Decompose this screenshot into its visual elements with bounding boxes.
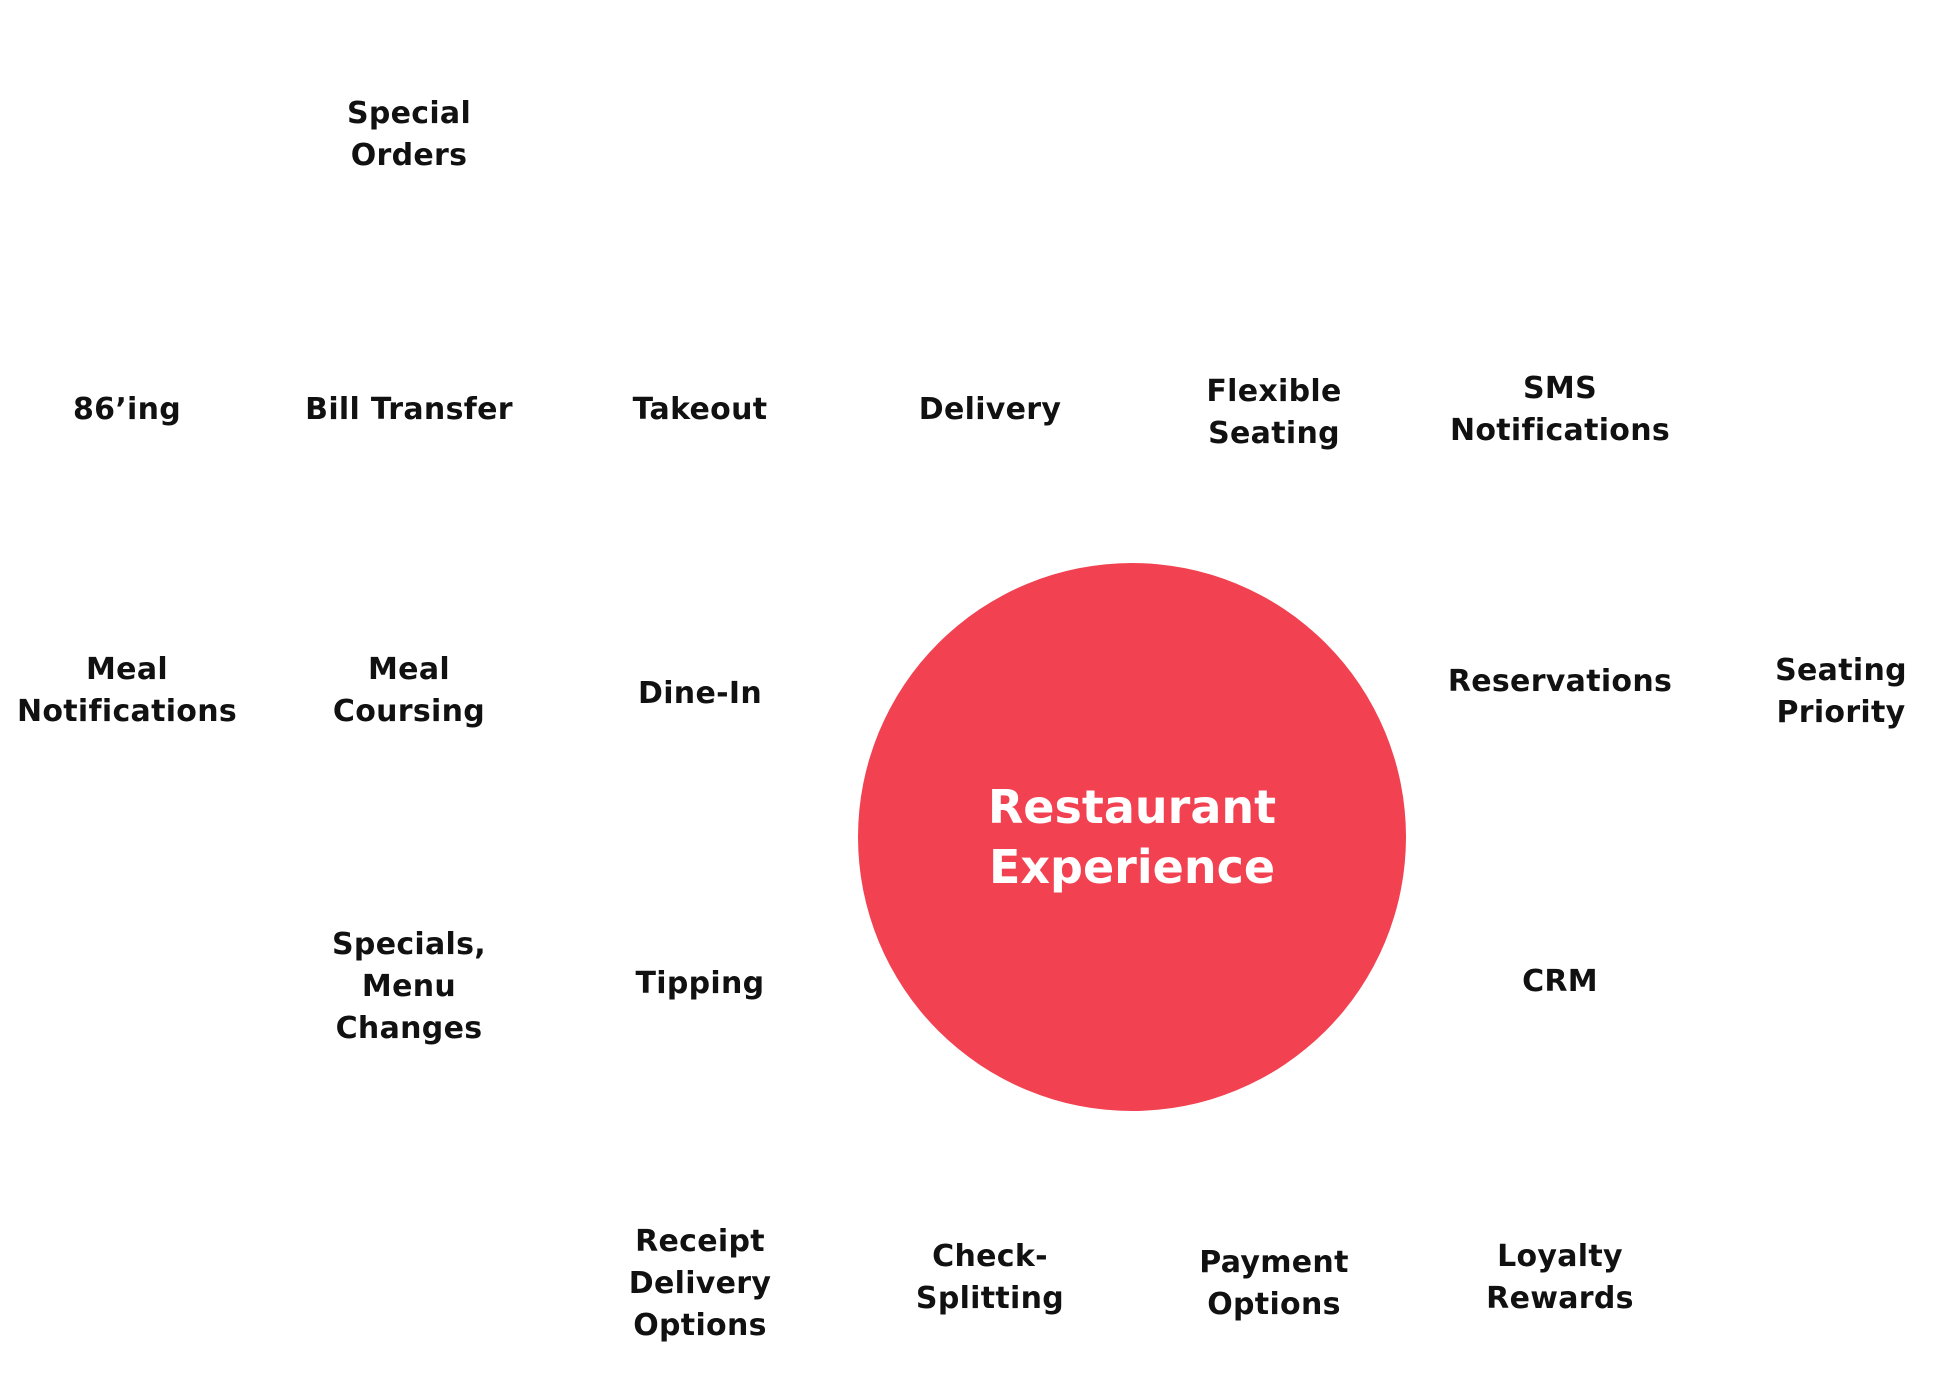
node-receipt-delivery-options: Receipt Delivery Options <box>628 1224 772 1343</box>
node-reservations: Reservations <box>1447 664 1673 699</box>
hub-title: Restaurant Experience <box>987 780 1277 894</box>
node-meal-coursing: Meal Coursing <box>332 652 486 729</box>
node-bill-transfer: Bill Transfer <box>305 392 513 427</box>
node-sms-notifications: SMS Notifications <box>1449 371 1671 448</box>
node-delivery: Delivery <box>918 392 1062 427</box>
node-seating-priority: Seating Priority <box>1775 653 1907 730</box>
node-meal-notifications: Meal Notifications <box>16 652 238 729</box>
node-check-splitting: Check- Splitting <box>915 1239 1065 1316</box>
node-specials-menu-changes: Specials, Menu Changes <box>332 927 486 1046</box>
node-flexible-seating: Flexible Seating <box>1206 374 1342 451</box>
node-loyalty-rewards: Loyalty Rewards <box>1486 1239 1634 1316</box>
node-payment-options: Payment Options <box>1199 1245 1349 1322</box>
node-crm: CRM <box>1522 964 1598 999</box>
node-dine-in: Dine-In <box>638 676 762 711</box>
node-special-orders: Special Orders <box>346 96 472 173</box>
node-takeout: Takeout <box>632 392 768 427</box>
node-86ing: 86’ing <box>72 392 182 427</box>
node-tipping: Tipping <box>635 966 765 1001</box>
restaurant-experience-hub: Restaurant Experience <box>858 563 1406 1111</box>
